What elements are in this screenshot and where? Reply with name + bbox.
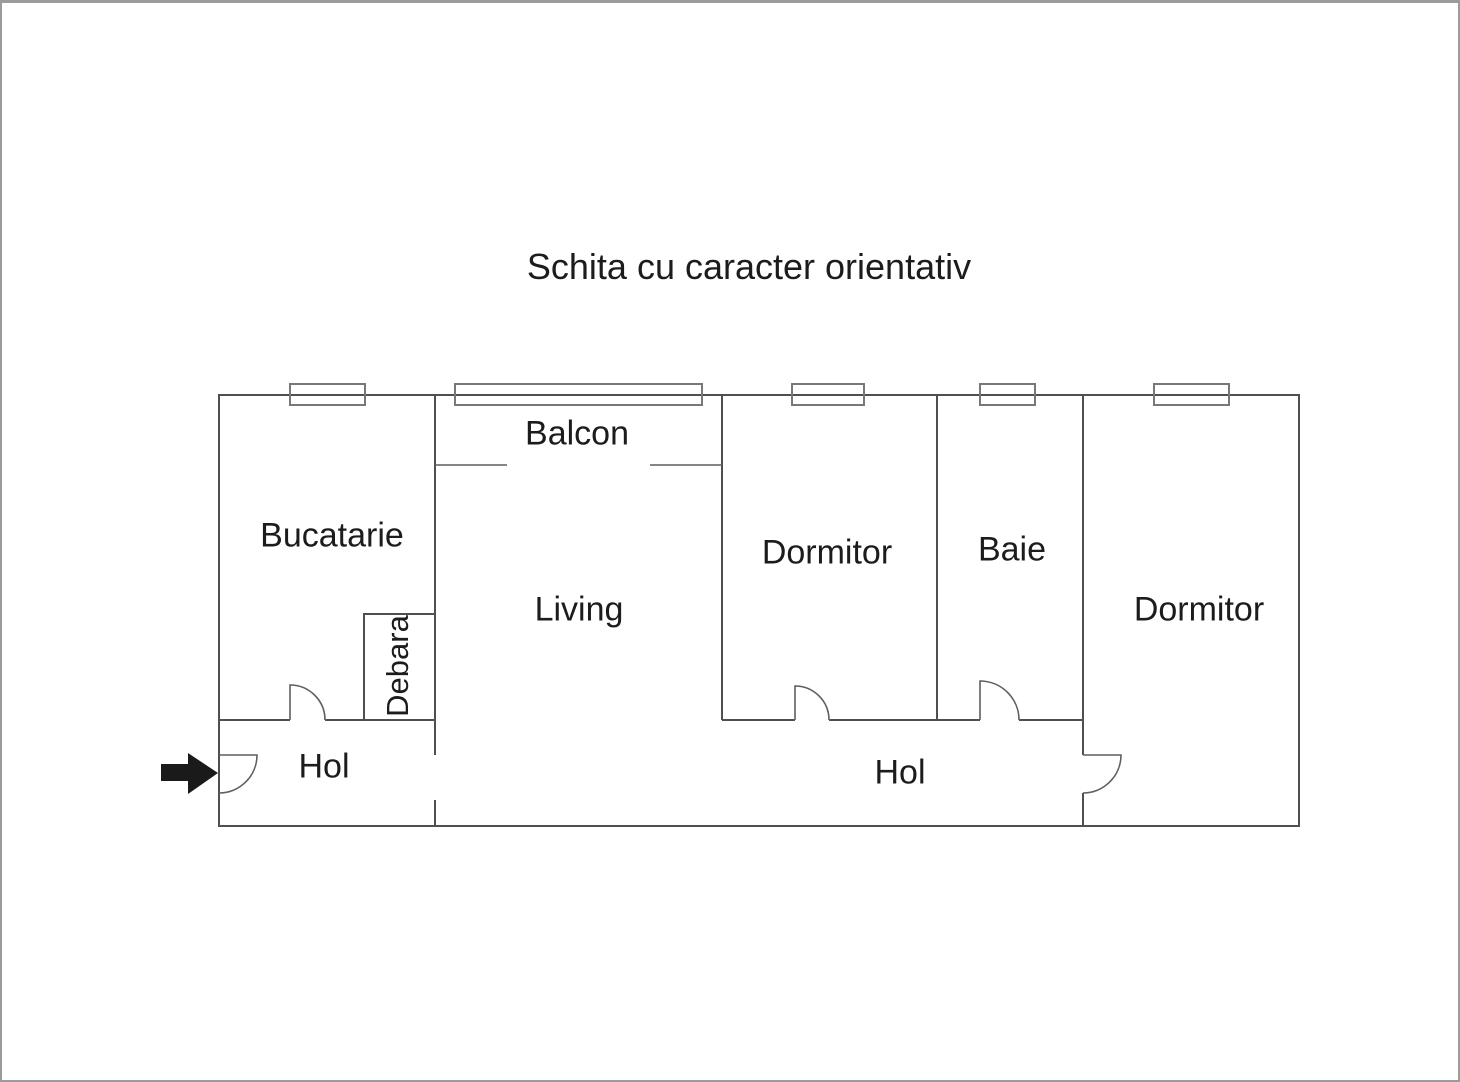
plan-title: Schita cu caracter orientativ — [526, 246, 972, 287]
room-label-dormitor-1: Dormitor — [761, 533, 893, 572]
room-label-balcon: Balcon — [525, 414, 629, 453]
bucatarie-window — [289, 383, 366, 406]
windows-group — [289, 383, 1230, 406]
room-label-baie: Baie — [977, 530, 1047, 569]
dormitor-window — [791, 383, 865, 406]
doors-group — [218, 680, 1122, 794]
baie-window — [979, 383, 1036, 406]
walls-group — [218, 394, 1300, 827]
baie-door-swing — [979, 680, 1020, 721]
floor-plan-drawing — [161, 383, 1300, 827]
room-label-debara: Debara — [380, 615, 415, 717]
balcon-window — [454, 383, 703, 406]
dormitor2-window — [1153, 383, 1230, 406]
room-label-dormitor-2: Dormitor — [1133, 590, 1265, 629]
outer-walls — [218, 394, 1300, 827]
room-label-living: Living — [534, 590, 624, 629]
debara-walls — [363, 613, 435, 720]
room-label-hol-right: Hol — [874, 753, 926, 792]
entrance-door-swing — [218, 754, 258, 794]
dormitor2-door-swing — [1082, 754, 1122, 794]
room-label-bucatarie: Bucatarie — [260, 516, 404, 555]
room-label-hol-left: Hol — [298, 747, 350, 786]
entrance-arrow-icon — [161, 753, 218, 794]
bucatarie-door-swing — [289, 684, 326, 721]
dormitor-door-swing — [794, 685, 830, 721]
